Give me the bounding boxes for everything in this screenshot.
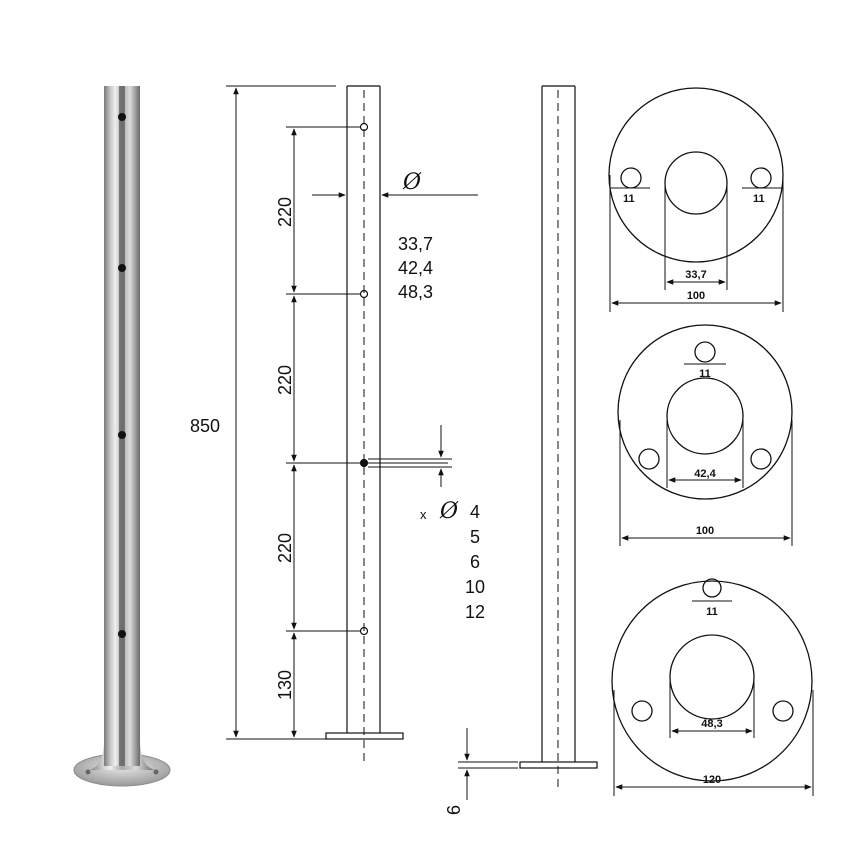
plate1-hole-left-label: 11 — [623, 193, 635, 205]
plate3-tube-dia-label: 48,3 — [701, 718, 722, 730]
spacing-label-4: 130 — [275, 670, 295, 700]
base-plate-top-3 — [611, 578, 814, 796]
hole-diameter-option-2: 5 — [470, 527, 480, 547]
tube-diameter-option-2: 42,4 — [398, 258, 433, 278]
plate1-plate-dia-label: 100 — [687, 290, 705, 302]
post-hole — [118, 431, 126, 439]
plate1-tube-dia-label: 33,7 — [685, 269, 706, 281]
base-thickness-label: 6 — [444, 805, 464, 815]
side-view-plain — [458, 85, 598, 800]
hole-diameter-option-4: 10 — [465, 577, 485, 597]
hole-diameter-option-5: 12 — [465, 602, 485, 622]
base-plate — [325, 732, 404, 740]
overall-height-label: 850 — [190, 416, 220, 436]
base-screw — [153, 769, 159, 775]
plate2-tube-dia-label: 42,4 — [694, 468, 716, 480]
tube-diameter-symbol: Ø — [402, 170, 422, 195]
base-screw — [85, 769, 91, 775]
plate3-plate-dia-label: 120 — [703, 774, 721, 786]
post-hole — [118, 630, 126, 638]
spacing-label-1: 220 — [275, 197, 295, 227]
hole-diameter-option-1: 4 — [470, 502, 480, 522]
side-view — [226, 85, 478, 762]
side-hole — [359, 626, 369, 636]
post-hole — [118, 264, 126, 272]
plate3-hole-label: 11 — [706, 606, 718, 618]
plate2-plate-dia-label: 100 — [696, 525, 714, 537]
side-hole — [359, 122, 369, 132]
spacing-label-3: 220 — [275, 533, 295, 563]
base-plate — [519, 761, 598, 769]
side-hole — [359, 289, 369, 299]
plate2-hole-label: 11 — [699, 368, 711, 380]
base-plate-top-2 — [617, 324, 793, 546]
hole-diameter-option-3: 6 — [470, 552, 480, 572]
tube-diameter-option-1: 33,7 — [398, 234, 433, 254]
tube-diameter-option-3: 48,3 — [398, 282, 433, 302]
base-plate-top-1 — [608, 87, 784, 312]
post-slot — [119, 86, 125, 766]
hole-diameter-symbol: Ø — [439, 499, 459, 524]
plate1-hole-right-label: 11 — [753, 193, 765, 205]
post-hole — [118, 113, 126, 121]
post-rendering — [73, 86, 171, 787]
hole-diameter-prefix: x — [420, 507, 427, 522]
spacing-label-2: 220 — [275, 365, 295, 395]
